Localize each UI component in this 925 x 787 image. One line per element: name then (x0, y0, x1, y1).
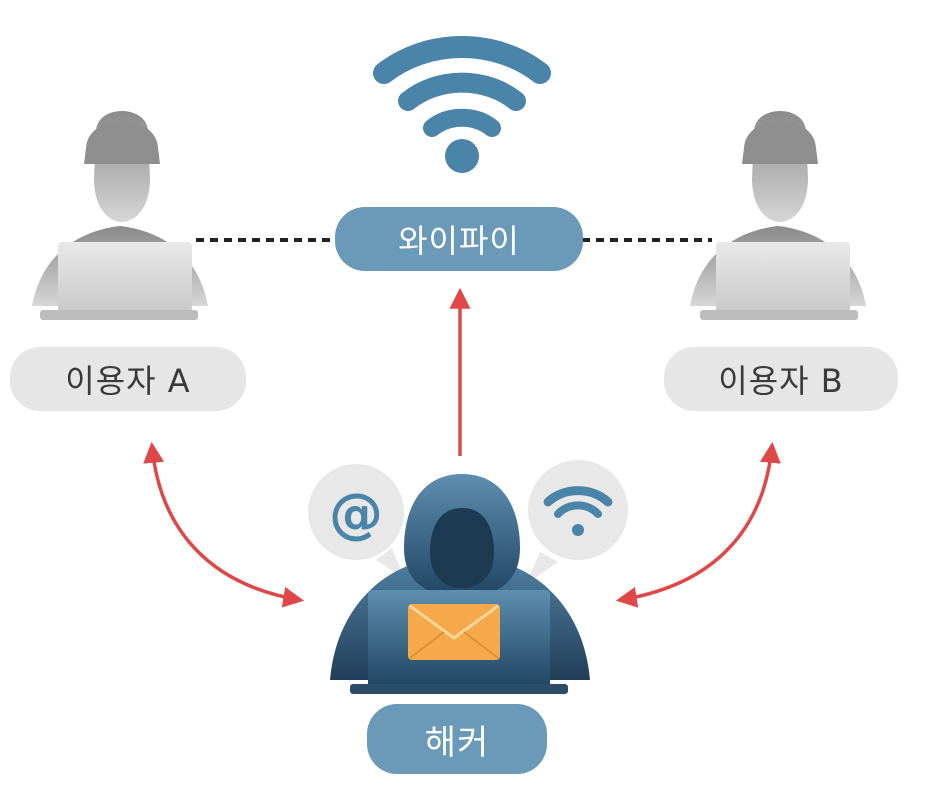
wifi-bubble (526, 460, 628, 584)
person-laptop-icon (690, 111, 866, 320)
arrow-hacker-user-b (615, 441, 781, 608)
user-a-label: 이용자 A (10, 347, 246, 411)
email-bubble: @ (308, 464, 404, 578)
envelope-icon (408, 604, 500, 660)
hooded-hacker-laptop-icon (330, 474, 590, 694)
user-b-label: 이용자 B (664, 347, 898, 411)
wifi-icon (543, 486, 613, 536)
hacker-label: 해커 (367, 704, 547, 774)
wifi-label: 와이파이 (335, 207, 583, 271)
at-symbol: @ (329, 482, 383, 545)
arrow-hacker-user-a (143, 441, 305, 608)
person-laptop-icon (32, 111, 208, 320)
wifi-icon (373, 36, 551, 173)
